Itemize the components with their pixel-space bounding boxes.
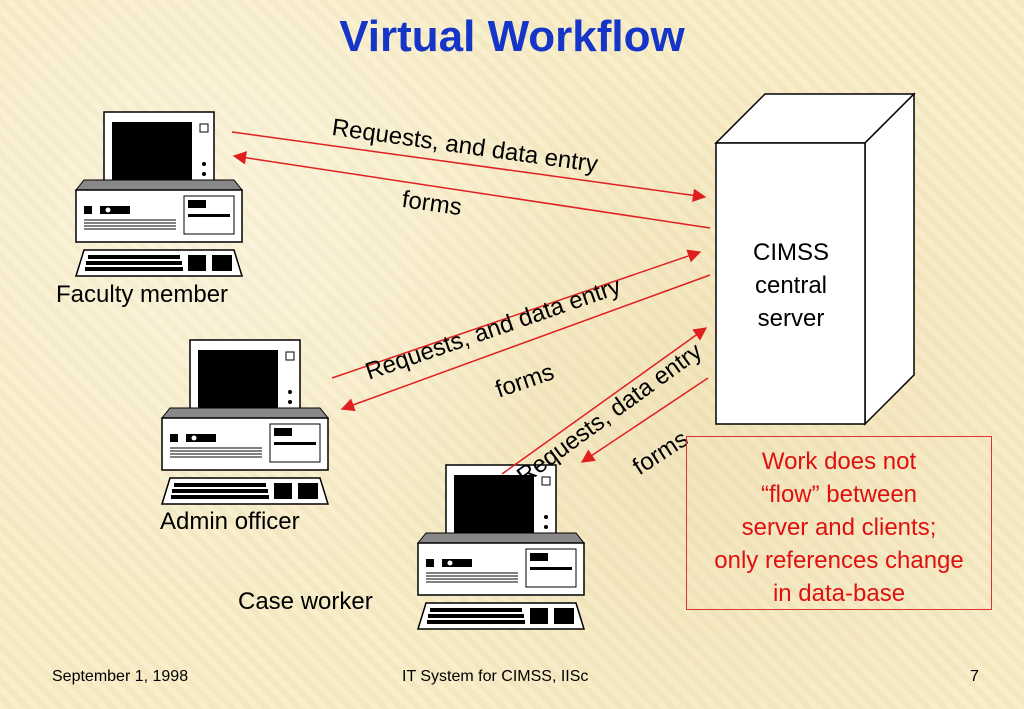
note-line: in data-base [772,580,906,607]
faculty-member-label: Faculty member [56,281,229,308]
note-line: only references change [714,547,964,574]
note-line: Work does not [761,448,917,475]
admin-officer-label: Admin officer [160,508,300,535]
admin-computer-icon [161,339,329,505]
server-cabinet [714,92,916,426]
note-line: server and clients; [741,514,937,541]
slide-title: Virtual Workflow [339,12,685,61]
admin-request-arrow [331,249,702,379]
server-label-line: central [754,272,828,299]
footer-page-number: 7 [970,668,979,685]
faculty-forms-arrow [232,151,711,229]
note-box: Work does not “flow” between server and … [686,436,992,610]
case-forms-arrow [580,377,709,463]
faculty-request-arrow [231,131,707,203]
faculty-computer-icon [75,111,243,277]
case-request-arrow [501,327,708,475]
server-label: CIMSS central server [718,236,864,335]
case-worker-computer-icon [417,464,585,630]
footer-title: IT System for CIMSS, IISc [402,668,589,685]
server-label-line: server [757,305,825,332]
case-worker-label: Case worker [238,588,373,615]
note-line: “flow” between [760,481,918,508]
server-label-line: CIMSS [752,239,829,266]
footer-date: September 1, 1998 [52,668,189,685]
admin-forms-arrow [340,274,711,412]
